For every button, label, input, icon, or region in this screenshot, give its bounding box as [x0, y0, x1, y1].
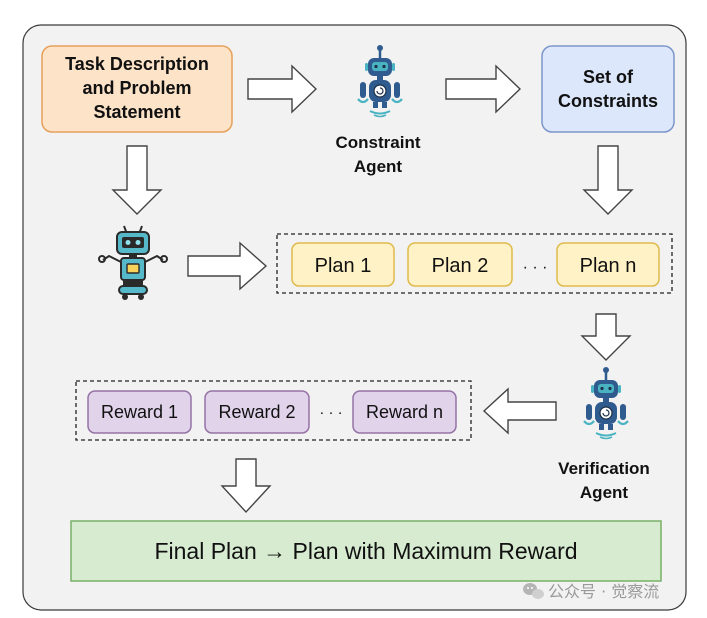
reward-box-2: Reward 2 [204, 390, 310, 434]
arrow-planner-to-plans [187, 241, 268, 291]
plan-box-2: Plan 2 [407, 242, 513, 287]
plan-label-1: Plan 1 [315, 255, 372, 277]
arrow-rewards-to-final [220, 458, 272, 514]
plan-box-n: Plan n [556, 242, 660, 287]
constraints-box: Set of Constraints [541, 45, 675, 133]
watermark-text: 公众号 · 觉察流 [548, 582, 659, 601]
reward-label-n: Reward n [366, 402, 443, 422]
reward-label-2: Reward 2 [218, 402, 295, 422]
reward-label-1: Reward 1 [101, 402, 178, 422]
final-plan-label: Final Plan → Plan with Maximum Reward [154, 538, 577, 564]
plan-box-1: Plan 1 [291, 242, 395, 287]
arrow-constraints-down [582, 145, 634, 215]
task-line-2: and Problem [82, 78, 191, 98]
final-plan-box: Final Plan → Plan with Maximum Reward [70, 520, 662, 582]
arrow-task-down [111, 145, 163, 215]
arrow-plans-to-verifier [580, 313, 632, 361]
watermark: 公众号 · 觉察流 [523, 582, 659, 601]
arrow-agent-to-constraints [445, 64, 522, 114]
constraint-agent-line-1: Constraint [336, 133, 421, 152]
task-description-box: Task Description and Problem Statement [41, 45, 233, 133]
task-line-1: Task Description [65, 54, 209, 74]
plans-container [276, 233, 673, 294]
wechat-icon [523, 583, 544, 599]
arrow-task-to-agent [247, 64, 318, 114]
verification-agent-line-1: Verification [558, 459, 650, 478]
constraints-line-2: Constraints [558, 91, 658, 111]
plan-label-2: Plan 2 [432, 255, 489, 277]
rewards-ellipsis: · · · [319, 404, 342, 421]
verification-agent-line-2: Agent [580, 483, 629, 502]
arrow-verifier-to-rewards [482, 387, 557, 435]
constraint-agent-line-2: Agent [354, 157, 403, 176]
flow-arrows [111, 64, 634, 514]
plan-label-n: Plan n [580, 255, 637, 277]
planner-robot-icon [98, 225, 168, 300]
reward-box-n: Reward n [352, 390, 457, 434]
constraints-line-1: Set of [583, 67, 634, 87]
task-line-3: Statement [93, 102, 180, 122]
reward-box-1: Reward 1 [87, 390, 192, 434]
rewards-container [75, 380, 472, 441]
outer-panel [22, 24, 687, 611]
plans-ellipsis: · · · [523, 259, 548, 276]
